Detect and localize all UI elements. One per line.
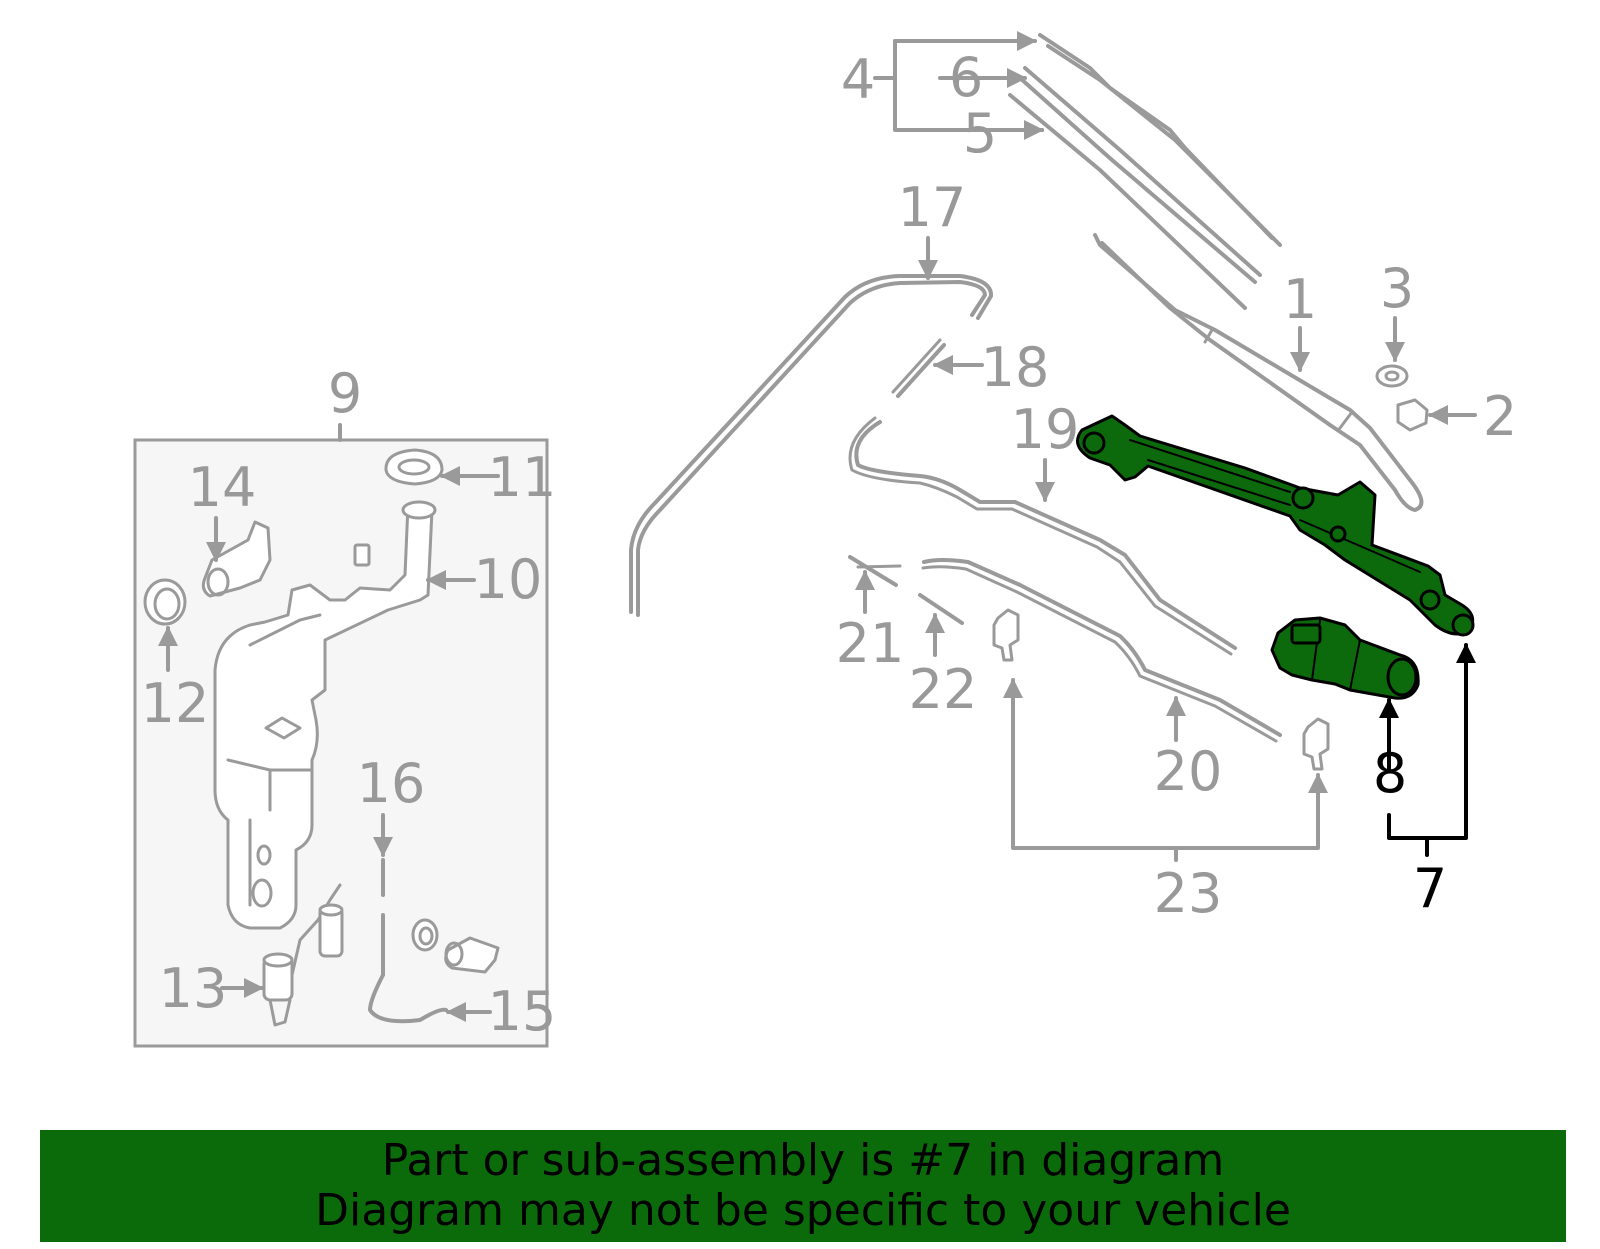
callout-23: 23 (1154, 862, 1223, 925)
wiper-linkage-motor-highlight (1076, 414, 1476, 857)
callout-18: 18 (981, 336, 1050, 399)
joint-22 (918, 593, 964, 625)
nozzle-right (1302, 717, 1330, 771)
banner-line-2: Diagram may not be specific to your vehi… (315, 1185, 1291, 1236)
washer-reservoir-group (133, 423, 549, 1048)
callout-12: 12 (141, 672, 210, 735)
callout-3: 3 (1380, 257, 1414, 320)
callout-19: 19 (1011, 398, 1080, 461)
pivot-right (1451, 613, 1475, 637)
banner-line-1: Part or sub-assembly is #7 in diagram (381, 1135, 1225, 1186)
callout-7: 7 (1413, 857, 1447, 920)
callout-9: 9 (328, 362, 362, 425)
info-banner: Part or sub-assembly is #7 in diagram Di… (40, 1130, 1566, 1242)
bracket-23 (1003, 678, 1328, 850)
callout-21: 21 (836, 612, 905, 675)
callout-22: 22 (909, 658, 978, 721)
filler-neck (401, 500, 437, 520)
callout-8: 8 (1373, 742, 1407, 805)
callout-2: 2 (1483, 385, 1517, 448)
callout-20: 20 (1154, 740, 1223, 803)
wiper-linkage (1076, 414, 1475, 636)
callout-6: 6 (949, 46, 983, 109)
washer (1375, 364, 1409, 388)
callout-4: 4 (841, 48, 875, 111)
callout-15: 15 (488, 980, 557, 1043)
bracket-4 (893, 39, 1044, 132)
callout-1: 1 (1283, 268, 1317, 331)
wiper-refill (1008, 93, 1247, 310)
hose-20 (922, 558, 1282, 737)
callout-13: 13 (159, 957, 228, 1020)
callout-16: 16 (357, 752, 426, 815)
wiper-arm (1093, 233, 1424, 512)
callout-11: 11 (488, 446, 557, 509)
pivot-left (1082, 431, 1106, 455)
joint-18 (896, 343, 946, 398)
washer-hoses-group (629, 236, 1330, 862)
filler-cap (384, 448, 444, 486)
callout-5: 5 (963, 102, 997, 165)
callout-14: 14 (188, 456, 257, 519)
nut (1396, 398, 1429, 432)
callout-labels: 1 2 3 4 5 6 7 8 9 10 11 12 13 14 15 16 1… (141, 46, 1518, 1043)
wiper-arm-blade-group (873, 31, 1477, 512)
washer-hose (368, 913, 448, 1024)
nozzle-left (992, 608, 1020, 662)
hose-17 (636, 280, 987, 617)
callout-10: 10 (474, 548, 543, 611)
callout-17: 17 (898, 176, 967, 239)
hose-19 (854, 420, 1237, 650)
pivot-mid (1291, 486, 1315, 510)
level-sensor (201, 520, 272, 598)
joint-21 (848, 555, 898, 587)
